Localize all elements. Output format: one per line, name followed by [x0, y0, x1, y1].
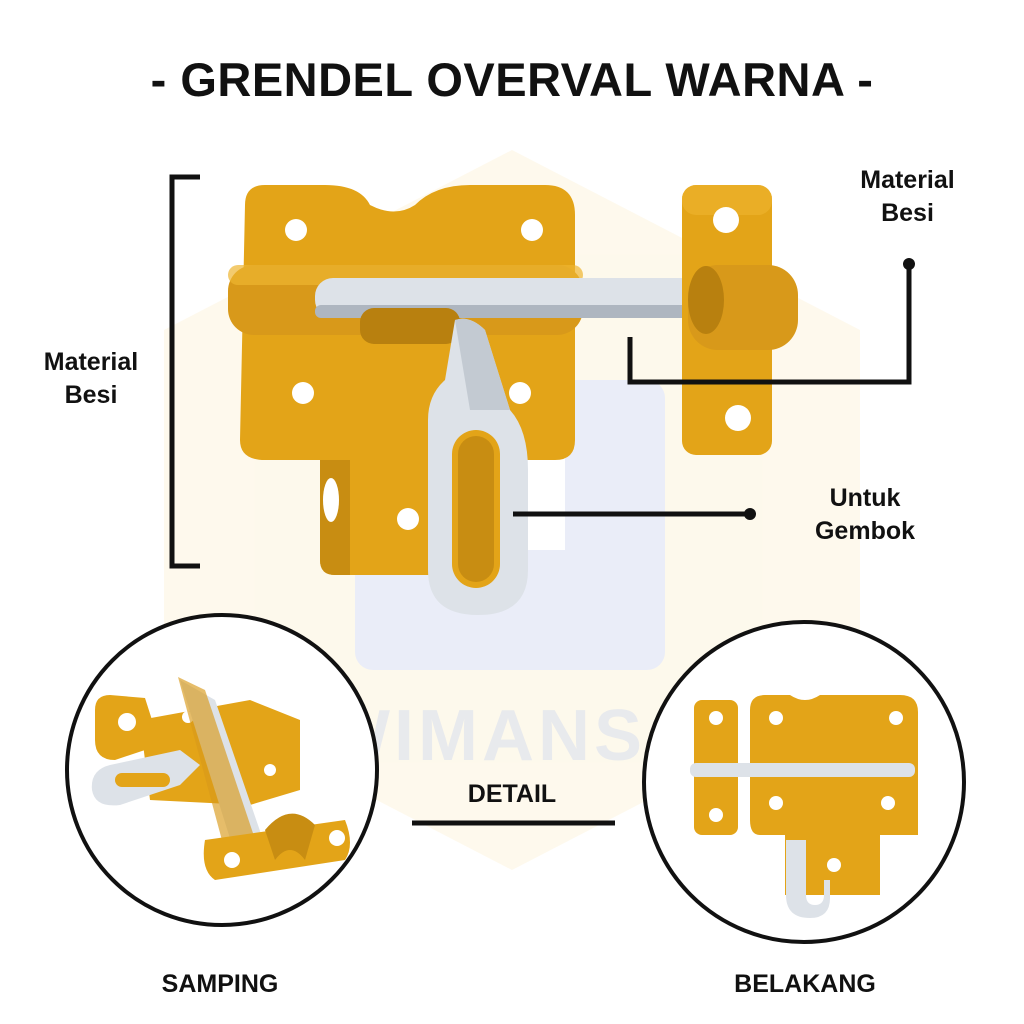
detail-label: DETAIL — [467, 780, 557, 808]
padlock-line2: Gembok — [814, 517, 916, 545]
main-latch — [228, 185, 705, 615]
left-dimension-bracket — [169, 174, 200, 569]
back-view-caption: BELAKANG — [734, 970, 876, 998]
left-material-line2: Besi — [64, 381, 118, 409]
side-view-latch — [91, 677, 350, 880]
back-view-latch — [690, 695, 918, 918]
padlock-line1: Untuk — [829, 484, 901, 512]
padlock-label: Untuk Gembok — [795, 482, 935, 548]
strike-plate — [682, 185, 798, 455]
right-material-label: Material Besi — [840, 164, 975, 230]
page-title: - GRENDEL OVERVAL WARNA - — [150, 53, 874, 106]
side-view-caption: SAMPING — [161, 970, 279, 998]
strike-connector-line — [627, 262, 912, 385]
right-material-line2: Besi — [881, 199, 934, 227]
left-material-label: Material Besi — [26, 346, 156, 412]
right-material-line1: Material — [860, 166, 955, 194]
watermark-text: WIMANSA — [322, 696, 702, 776]
left-material-line1: Material — [43, 348, 139, 376]
